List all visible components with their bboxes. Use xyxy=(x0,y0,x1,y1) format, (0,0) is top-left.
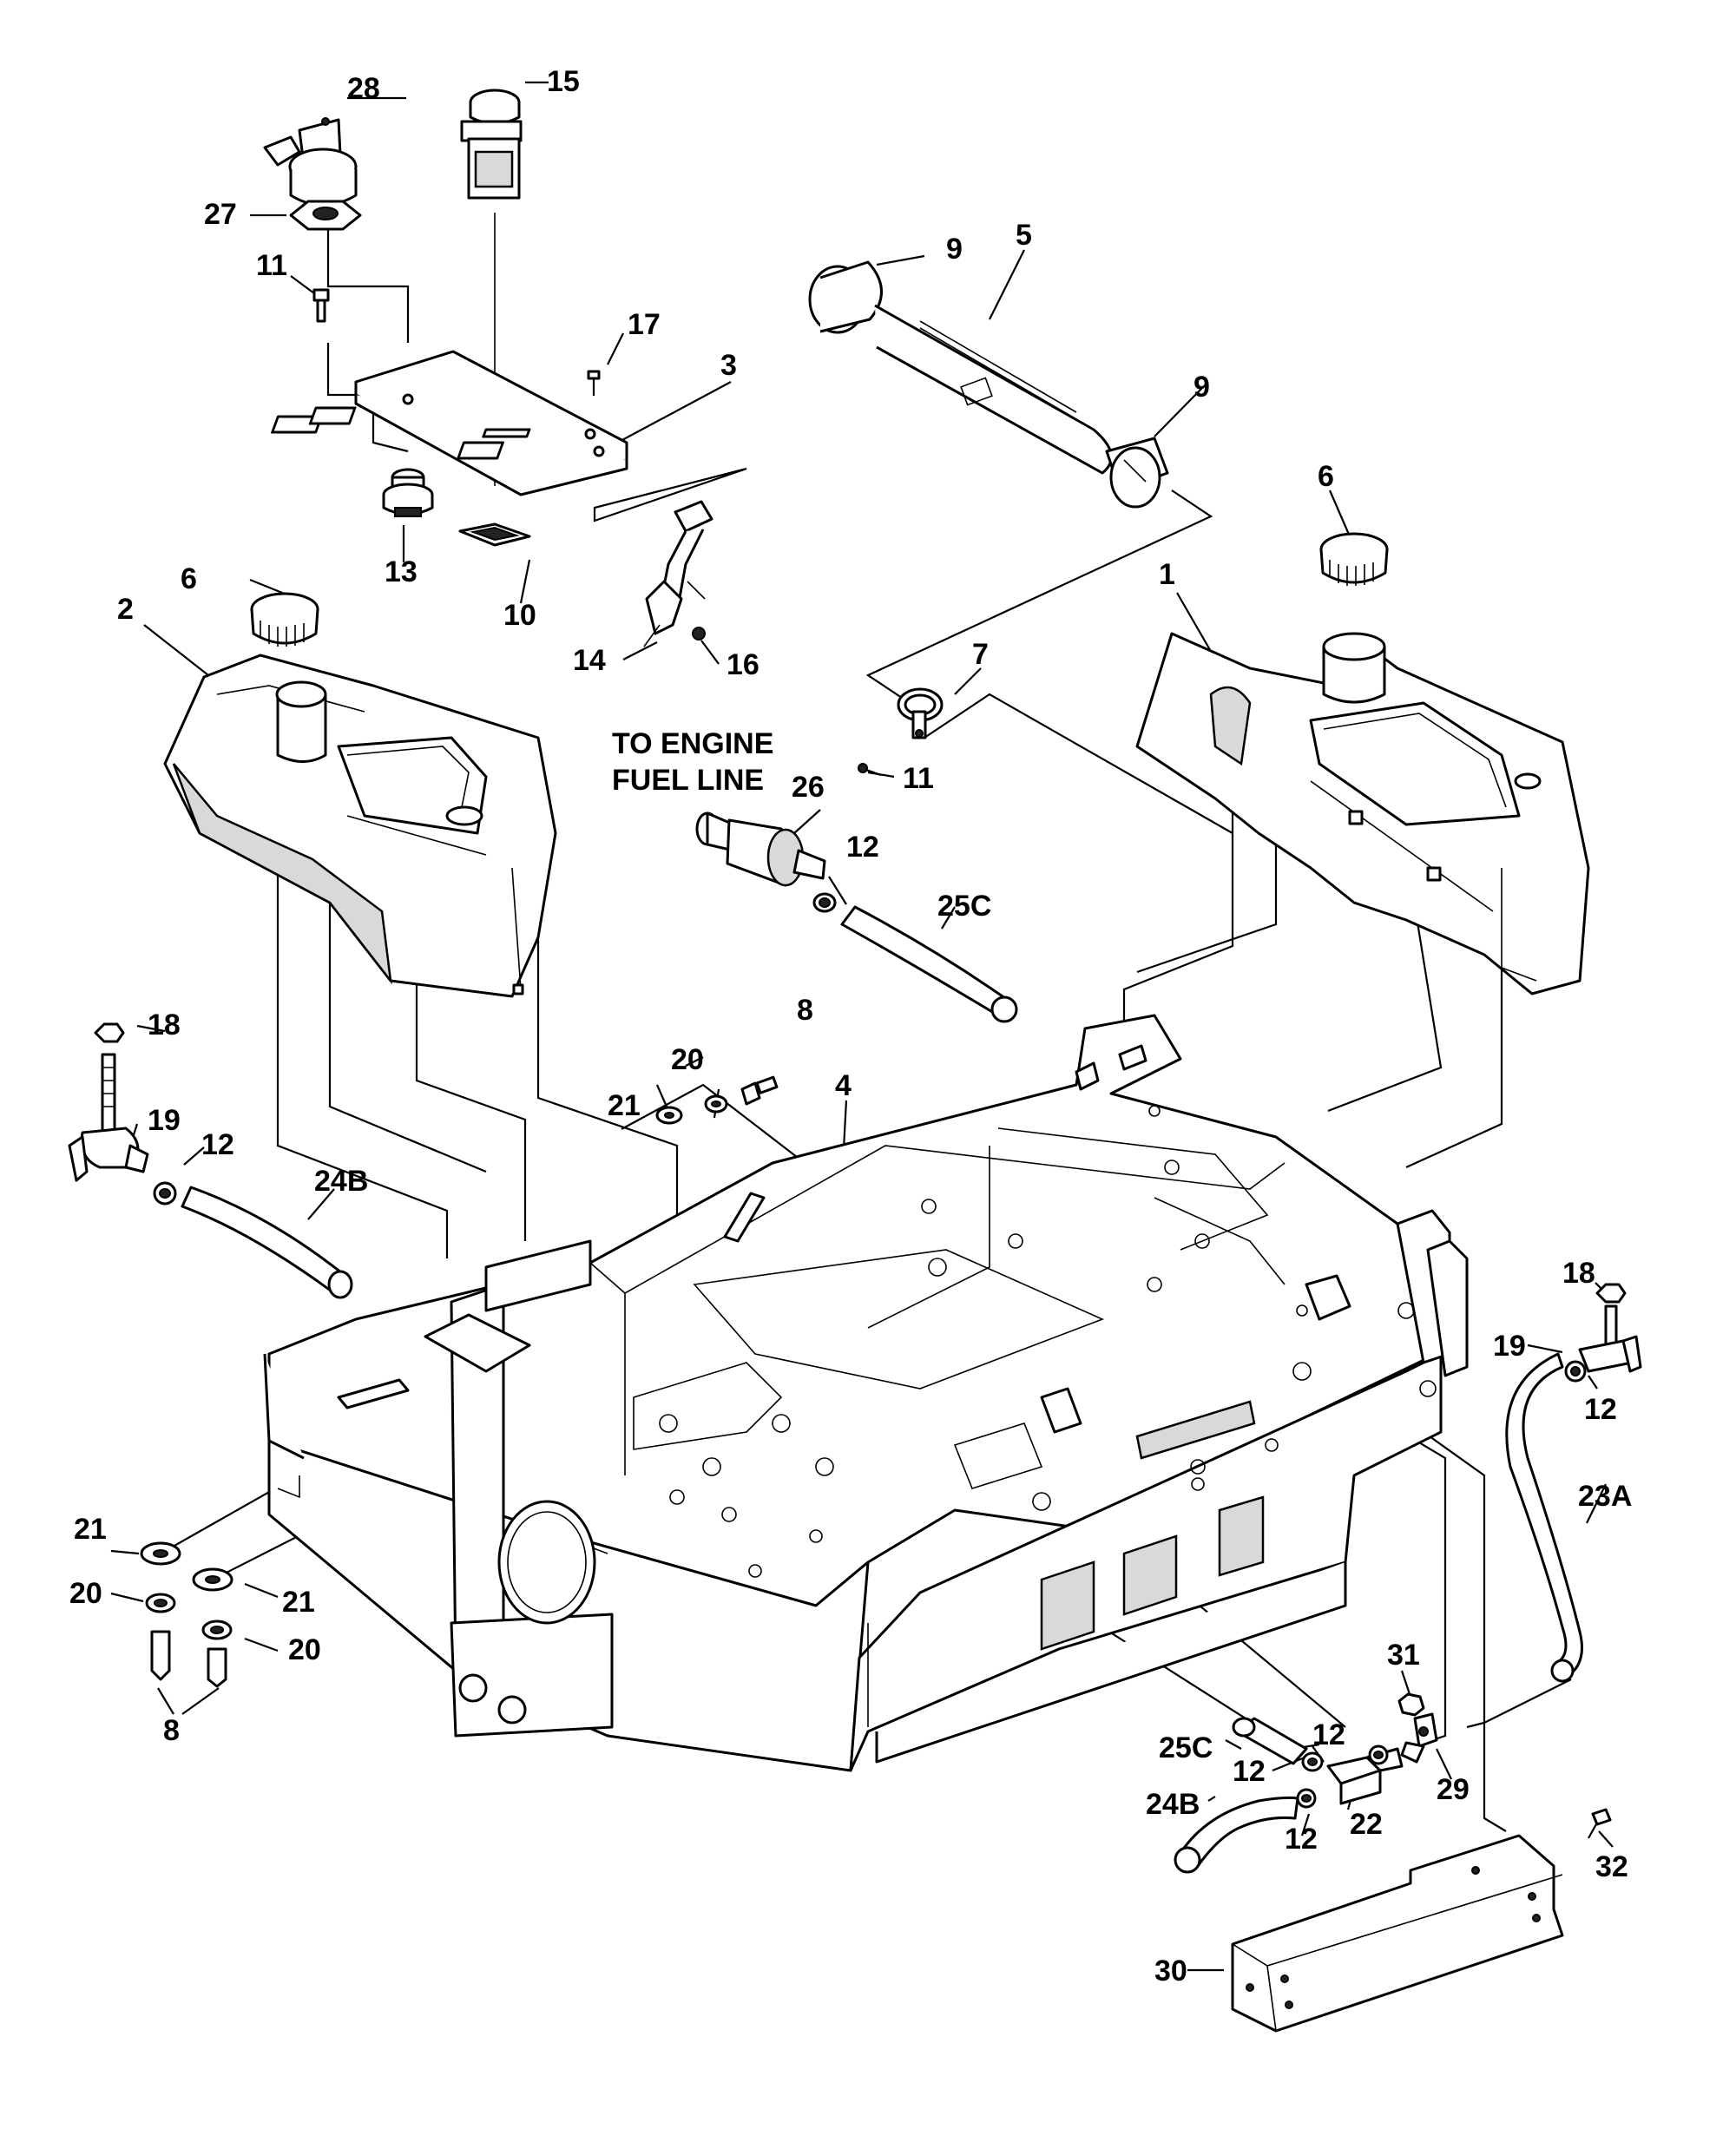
callout-11-mid: 11 xyxy=(903,762,934,795)
bezel xyxy=(458,522,531,547)
main-frame xyxy=(267,1014,1469,1772)
callout-6-left: 6 xyxy=(181,562,197,595)
callout-10: 10 xyxy=(503,599,536,632)
tee-nut xyxy=(1397,1692,1425,1717)
switch-nut xyxy=(289,200,362,231)
callout-19-left: 19 xyxy=(148,1104,181,1137)
callout-12-filter: 12 xyxy=(846,831,879,864)
callout-4: 4 xyxy=(835,1069,852,1102)
callout-27: 27 xyxy=(204,198,237,231)
callout-12-tee-c: 12 xyxy=(1285,1823,1318,1856)
callout-12-tee-a: 12 xyxy=(1312,1718,1345,1751)
note-line-2: FUEL LINE xyxy=(612,764,764,797)
callout-11-upper: 11 xyxy=(256,249,287,282)
callout-28: 28 xyxy=(347,72,380,105)
bracket-screw xyxy=(1588,1808,1612,1839)
grip-end-right xyxy=(1105,437,1169,509)
shutoff-valve-left xyxy=(68,1053,149,1182)
hose-clamp xyxy=(897,687,944,739)
fuel-hose-left xyxy=(181,1186,353,1299)
callout-1: 1 xyxy=(1159,558,1175,591)
callout-19-right: 19 xyxy=(1493,1330,1526,1363)
fuel-tank-right xyxy=(1135,632,1590,995)
fuel-hose-right xyxy=(1505,1352,1583,1683)
callout-2: 2 xyxy=(117,593,134,626)
callout-12-tee-b: 12 xyxy=(1233,1755,1266,1788)
grip-end-left xyxy=(808,260,883,334)
tube-sleeve xyxy=(874,304,1113,475)
fuel-cap-left xyxy=(250,592,319,647)
note-line-1: TO ENGINE xyxy=(612,727,773,760)
callout-12-right: 12 xyxy=(1584,1393,1617,1426)
callout-8-center: 8 xyxy=(797,994,813,1027)
fuel-hose-lower xyxy=(1174,1796,1299,1874)
fuel-line-note: TO ENGINE FUEL LINE xyxy=(612,727,773,797)
washer-set-center xyxy=(655,1075,779,1125)
callout-21-center: 21 xyxy=(608,1089,641,1122)
callout-18-left: 18 xyxy=(148,1009,181,1041)
panel-screw xyxy=(587,370,601,396)
screw-mid xyxy=(858,763,882,777)
callout-6-right: 6 xyxy=(1318,460,1334,493)
callout-16: 16 xyxy=(727,648,760,681)
lever-nut xyxy=(692,627,706,641)
callout-17: 17 xyxy=(628,308,661,341)
valve-knob-left xyxy=(94,1022,125,1043)
callout-9-lower: 9 xyxy=(1194,371,1210,404)
callout-8-lower: 8 xyxy=(163,1714,180,1747)
callout-22: 22 xyxy=(1350,1808,1383,1841)
screw-upper xyxy=(312,288,330,323)
callout-14: 14 xyxy=(573,644,606,677)
fuel-hose-lower-short xyxy=(1232,1717,1308,1765)
callout-23a: 23A xyxy=(1578,1480,1632,1513)
fuel-tee xyxy=(1326,1747,1404,1805)
fuel-filter xyxy=(695,811,826,887)
callout-24b-lower: 24B xyxy=(1146,1788,1200,1821)
throttle-lever xyxy=(643,500,713,647)
callout-18-right: 18 xyxy=(1562,1257,1595,1290)
callout-13: 13 xyxy=(385,555,418,588)
ignition-switch xyxy=(382,468,434,517)
callout-32: 32 xyxy=(1595,1850,1628,1883)
callout-3: 3 xyxy=(720,349,737,382)
callout-20-center: 20 xyxy=(671,1043,704,1076)
callout-21-lower-right: 21 xyxy=(282,1586,315,1619)
fuel-tank-left xyxy=(163,654,557,998)
valve-knob-right xyxy=(1595,1283,1627,1304)
shutoff-valve-right xyxy=(1578,1304,1642,1373)
fuel-hose-upper xyxy=(840,905,1018,1023)
callout-labels: 1 2 3 4 5 6 6 7 8 8 9 9 10 11 11 12 12 1… xyxy=(69,65,1632,1987)
callout-25c-upper: 25C xyxy=(937,890,991,923)
callout-15: 15 xyxy=(547,65,580,98)
callout-30: 30 xyxy=(1154,1955,1187,1987)
callout-5: 5 xyxy=(1016,219,1032,252)
callout-26: 26 xyxy=(792,771,825,804)
callout-24b-upper: 24B xyxy=(314,1165,368,1198)
callout-29: 29 xyxy=(1437,1773,1470,1806)
control-panel xyxy=(271,350,628,496)
mounting-bracket xyxy=(1231,1834,1564,2033)
washer-set-lower-left xyxy=(140,1541,233,1688)
callout-21-lower-left: 21 xyxy=(74,1513,107,1546)
hose-clip-left xyxy=(153,1181,177,1206)
frame-leg-left xyxy=(263,1353,305,1499)
hose-clip-right xyxy=(1564,1360,1587,1383)
callout-31: 31 xyxy=(1387,1639,1420,1672)
ignition-key xyxy=(263,117,358,207)
callout-20-lower-right: 20 xyxy=(288,1633,321,1666)
callout-25c-lower: 25C xyxy=(1159,1731,1213,1764)
callout-9-upper: 9 xyxy=(946,233,963,266)
hose-clip-filter xyxy=(812,892,837,913)
fuel-cap-right xyxy=(1319,532,1389,586)
tee-bracket xyxy=(1400,1712,1438,1764)
choke-button xyxy=(460,89,523,200)
callout-7: 7 xyxy=(972,638,989,671)
hose-clips-tee xyxy=(1296,1744,1389,1809)
callout-12-left: 12 xyxy=(201,1128,234,1161)
callout-20-lower-left: 20 xyxy=(69,1577,102,1610)
